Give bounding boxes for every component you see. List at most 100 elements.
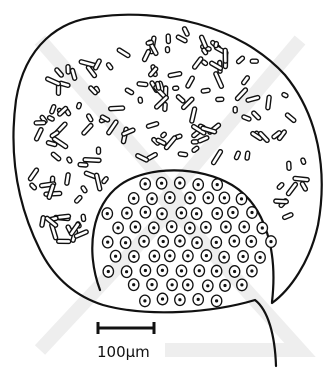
cell-nucleus [198, 269, 201, 272]
cell-nucleus [223, 256, 226, 259]
granule-rod [28, 167, 40, 181]
granule-rod [81, 123, 94, 136]
granule-rod [165, 47, 169, 53]
cell-nucleus [152, 226, 155, 229]
granule-rod [106, 62, 114, 71]
cell-nucleus [162, 240, 165, 243]
granule-rod [213, 71, 224, 89]
granule-rod [287, 161, 291, 170]
cell-nucleus [261, 226, 264, 229]
cell-nucleus [250, 240, 253, 243]
cell-nucleus [134, 225, 137, 228]
cell-nucleus [153, 255, 156, 258]
granule-rod [57, 214, 70, 219]
cell-nucleus [150, 283, 153, 286]
granule-rod [49, 104, 56, 114]
cell-nucleus [178, 239, 181, 242]
cell-nucleus [188, 227, 191, 230]
granule-rod [142, 49, 151, 62]
granule-rod [176, 94, 186, 104]
cell-nucleus [269, 240, 272, 243]
cell-nucleus [168, 254, 171, 257]
granule-rod [66, 156, 72, 163]
cell-nucleus [233, 270, 236, 273]
granule-rod [250, 59, 258, 63]
granule-rod [276, 182, 284, 190]
cell-nucleus [106, 212, 109, 215]
granule-rod [201, 59, 208, 66]
granule-rod [81, 214, 86, 222]
granule-rod [178, 152, 188, 157]
cell-nucleus [160, 212, 163, 215]
cell-nucleus [197, 183, 200, 186]
granule-rod [146, 121, 159, 128]
cell-nucleus [205, 254, 208, 257]
granule-rod [117, 47, 131, 58]
cell-nucleus [250, 269, 253, 272]
cell-nucleus [144, 269, 147, 272]
granule-rod [300, 158, 306, 165]
granule-rod [201, 88, 210, 93]
granule-rod [57, 239, 71, 243]
granule-rod [80, 185, 87, 193]
cell-nucleus [132, 283, 135, 286]
cell-nucleus [216, 183, 219, 186]
cell-nucleus [231, 211, 234, 214]
cell-nucleus [224, 225, 227, 228]
cell-nucleus [216, 212, 219, 215]
cell-nucleus [178, 181, 181, 184]
cell-nucleus [106, 241, 109, 244]
granule-rod [101, 176, 109, 184]
granule-rod [285, 112, 297, 123]
granule-rod [213, 41, 218, 48]
granule-rod [274, 199, 289, 204]
cell-nucleus [207, 196, 210, 199]
granule-rod [29, 182, 37, 190]
cell-nucleus [240, 283, 243, 286]
granule-rod [182, 26, 190, 37]
cell-nucleus [160, 182, 163, 185]
granule-rod [245, 151, 250, 160]
cell-nucleus [161, 269, 164, 272]
granule-rod [47, 115, 55, 122]
cell-nucleus [259, 256, 262, 259]
cell-nucleus [215, 241, 218, 244]
granule-rod [51, 151, 62, 161]
cell-nucleus [195, 241, 198, 244]
cell-nucleus [132, 255, 135, 258]
cell-nucleus [170, 225, 173, 228]
cell-nucleus [125, 212, 128, 215]
cell-nucleus [250, 211, 253, 214]
granule-rod [78, 162, 88, 167]
granule-rod [293, 176, 310, 182]
granule-rod [282, 212, 294, 220]
granule-rod [233, 107, 237, 113]
cell-nucleus [180, 211, 183, 214]
cell-nucleus [186, 283, 189, 286]
granule-rod [251, 110, 261, 120]
cell-nucleus [125, 270, 128, 273]
granule-rod [45, 76, 61, 86]
granule-rod [65, 173, 71, 186]
granule-rod [86, 113, 94, 122]
cell-nucleus [117, 226, 120, 229]
granule-rod [137, 82, 148, 87]
granule-rod [281, 92, 288, 98]
cell-nucleus [197, 298, 200, 301]
cell-nucleus [242, 255, 245, 258]
granule-rod [74, 195, 83, 204]
granule-rod [286, 182, 299, 197]
cell-nucleus [178, 298, 181, 301]
cell-nucleus [150, 197, 153, 200]
cell-nucleus [186, 254, 189, 257]
granule-rod [234, 151, 241, 161]
granule-rod [125, 87, 135, 95]
granule-rod [189, 107, 197, 124]
cell-nucleus [144, 182, 147, 185]
cell-nucleus [143, 299, 146, 302]
cell-nucleus [161, 297, 164, 300]
cell-nucleus [188, 196, 191, 199]
cell-nucleus [223, 196, 226, 199]
granule-rod [236, 55, 246, 64]
